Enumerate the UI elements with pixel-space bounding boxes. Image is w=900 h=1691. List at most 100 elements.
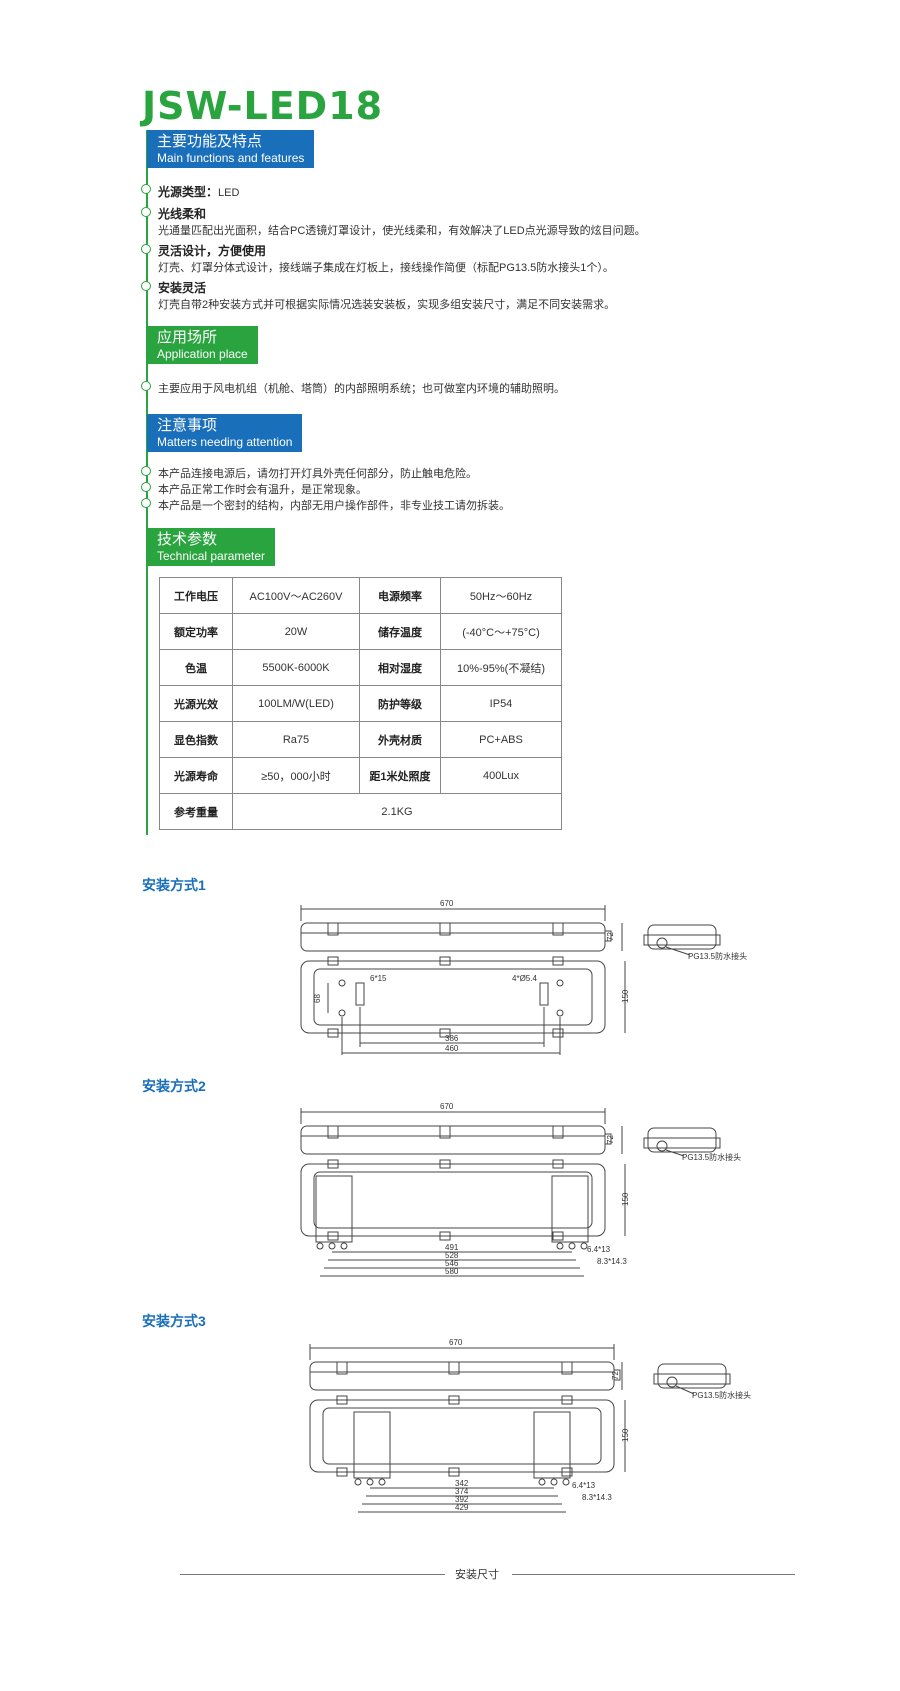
technical-heading-cn: 技术参数 xyxy=(157,531,218,548)
application-heading: 应用场所 Application place xyxy=(147,326,258,364)
bullet-dot xyxy=(141,281,151,291)
feature-label: 安装灵活 xyxy=(158,281,207,295)
connector-label: PG13.5防水接头 xyxy=(682,1152,741,1162)
param-value: PC+ABS xyxy=(440,721,562,758)
param-key: 相对湿度 xyxy=(359,649,441,686)
dim-height: 72 xyxy=(611,1371,620,1380)
param-value: IP54 xyxy=(440,685,562,722)
technical-heading: 技术参数 Technical parameter xyxy=(147,528,276,566)
footer-divider-right xyxy=(512,1574,795,1575)
dim-d1: 491 xyxy=(445,1243,459,1252)
dim-length: 670 xyxy=(449,1338,463,1347)
dim-width: 150 xyxy=(621,1428,630,1442)
param-key: 光源光效 xyxy=(159,685,233,722)
dim-slot2: 8.3*14.3 xyxy=(582,1493,612,1502)
param-value: AC100V～AC260V xyxy=(232,577,360,614)
bullet-dot xyxy=(141,207,151,217)
param-key: 储存温度 xyxy=(359,613,441,650)
feature-flexible-install: 安装灵活 灯壳自带2种安装方式并可根据实际情况选装安装板，实现多组安装尺寸，满足… xyxy=(158,279,615,312)
install-method-3-title: 安装方式3 xyxy=(142,1313,206,1329)
attention-heading-en: Matters needing attention xyxy=(157,435,293,449)
feature-label: 光线柔和 xyxy=(158,207,207,221)
dim-d1: 386 xyxy=(445,1034,459,1043)
dim-d2: 460 xyxy=(445,1044,459,1053)
application-text: 主要应用于风电机组（机舱、塔筒）的内部照明系统；也可做室内环境的辅助照明。 xyxy=(158,383,565,395)
param-key: 参考重量 xyxy=(159,793,233,830)
dim-hole: 6*15 xyxy=(370,974,387,983)
dim-d2: 374 xyxy=(455,1487,469,1496)
dim-length: 670 xyxy=(440,899,454,908)
param-value: 20W xyxy=(232,613,360,650)
table-row: 额定功率 20W 储存温度 (-40°C～+75°C) xyxy=(159,613,562,650)
dim-slot2: 8.3*14.3 xyxy=(597,1257,627,1266)
dim-d3: 546 xyxy=(445,1259,459,1268)
dim-holes: 4*Ø5.4 xyxy=(512,974,537,983)
attention-item: 本产品正常工作时会有温升，是正常现象。 xyxy=(158,484,367,496)
param-value: 5500K-6000K xyxy=(232,649,360,686)
application-heading-en: Application place xyxy=(157,347,248,361)
param-value: 10%-95%(不凝结) xyxy=(440,649,562,686)
param-key: 外壳材质 xyxy=(359,721,441,758)
product-title: JSW-LED18 xyxy=(142,84,384,128)
dim-d4: 429 xyxy=(455,1503,469,1512)
feature-soft-light: 光线柔和 光通量匹配出光面积，结合PC透镜灯罩设计，使光线柔和，有效解决了LED… xyxy=(158,205,646,238)
footer-caption: 安装尺寸 xyxy=(455,1569,499,1581)
application-heading-cn: 应用场所 xyxy=(157,329,218,346)
dim-slot1: 6.4*13 xyxy=(572,1481,596,1490)
dim-height: 72 xyxy=(606,932,615,941)
table-row: 光源光效 100LM/W(LED) 防护等级 IP54 xyxy=(159,685,562,722)
install-method-1-drawing: 670 72 150 6*15 4*Ø5.4 68 386 460 PG13.5… xyxy=(300,899,747,1055)
dim-width: 150 xyxy=(621,1192,630,1206)
param-key: 额定功率 xyxy=(159,613,233,650)
param-key: 距1米处照度 xyxy=(359,757,441,794)
attention-item: 本产品连接电源后，请勿打开灯具外壳任何部分，防止触电危险。 xyxy=(158,468,477,480)
parameter-table: 工作电压 AC100V～AC260V 电源频率 50Hz～60Hz 额定功率 2… xyxy=(159,577,562,830)
feature-light-source: 光源类型：LED xyxy=(158,183,239,200)
bullet-dot xyxy=(141,184,151,194)
footer-divider-left xyxy=(180,1574,445,1575)
dim-d4: 580 xyxy=(445,1267,459,1276)
param-key: 色温 xyxy=(159,649,233,686)
technical-heading-en: Technical parameter xyxy=(157,549,266,563)
feature-desc: 灯壳、灯罩分体式设计，接线端子集成在灯板上，接线操作简便（标配PG13.5防水接… xyxy=(158,262,614,274)
param-value: 2.1KG xyxy=(232,793,562,830)
param-key: 显色指数 xyxy=(159,721,233,758)
param-value: (-40°C～+75°C) xyxy=(440,613,562,650)
table-row: 显色指数 Ra75 外壳材质 PC+ABS xyxy=(159,721,562,758)
dim-length: 670 xyxy=(440,1102,454,1111)
connector-label: PG13.5防水接头 xyxy=(688,951,747,961)
param-value: Ra75 xyxy=(232,721,360,758)
param-key: 工作电压 xyxy=(159,577,233,614)
table-row: 色温 5500K-6000K 相对湿度 10%-95%(不凝结) xyxy=(159,649,562,686)
dim-side: 68 xyxy=(313,994,322,1003)
bullet-dot xyxy=(141,498,151,508)
install-method-3-drawing: 670 72 150 6.4*13 8.3*14.3 342 374 392 4… xyxy=(309,1338,751,1513)
feature-value: LED xyxy=(218,187,240,199)
feature-label: 灵活设计，方便使用 xyxy=(158,244,267,258)
feature-desc: 灯壳自带2种安装方式并可根据实际情况选装安装板，实现多组安装尺寸，满足不同安装需… xyxy=(158,299,616,311)
param-key: 光源寿命 xyxy=(159,757,233,794)
install-method-2-drawing: 670 72 150 6.4*13 8.3*14.3 491 528 546 5… xyxy=(300,1102,741,1277)
param-value: ≥50，000小时 xyxy=(232,757,360,794)
connector-label: PG13.5防水接头 xyxy=(692,1390,751,1400)
bullet-dot xyxy=(141,482,151,492)
param-key: 电源频率 xyxy=(359,577,441,614)
param-value: 100LM/W(LED) xyxy=(232,685,360,722)
feature-flexible-design: 灵活设计，方便使用 灯壳、灯罩分体式设计，接线端子集成在灯板上，接线操作简便（标… xyxy=(158,242,614,275)
features-heading: 主要功能及特点 Main functions and features xyxy=(147,130,315,168)
table-row: 光源寿命 ≥50，000小时 距1米处照度 400Lux xyxy=(159,757,562,794)
attention-heading-cn: 注意事项 xyxy=(157,417,218,434)
param-value: 400Lux xyxy=(440,757,562,794)
attention-heading: 注意事项 Matters needing attention xyxy=(147,414,303,452)
features-heading-cn: 主要功能及特点 xyxy=(157,133,263,150)
dim-d1: 342 xyxy=(455,1479,469,1488)
bullet-dot xyxy=(141,244,151,254)
bullet-dot xyxy=(141,466,151,476)
dim-height: 72 xyxy=(606,1135,615,1144)
table-row: 参考重量 2.1KG xyxy=(159,793,562,830)
dim-d3: 392 xyxy=(455,1495,469,1504)
bullet-dot xyxy=(141,381,151,391)
param-value: 50Hz～60Hz xyxy=(440,577,562,614)
param-key: 防护等级 xyxy=(359,685,441,722)
table-row: 工作电压 AC100V～AC260V 电源频率 50Hz～60Hz xyxy=(159,577,562,614)
